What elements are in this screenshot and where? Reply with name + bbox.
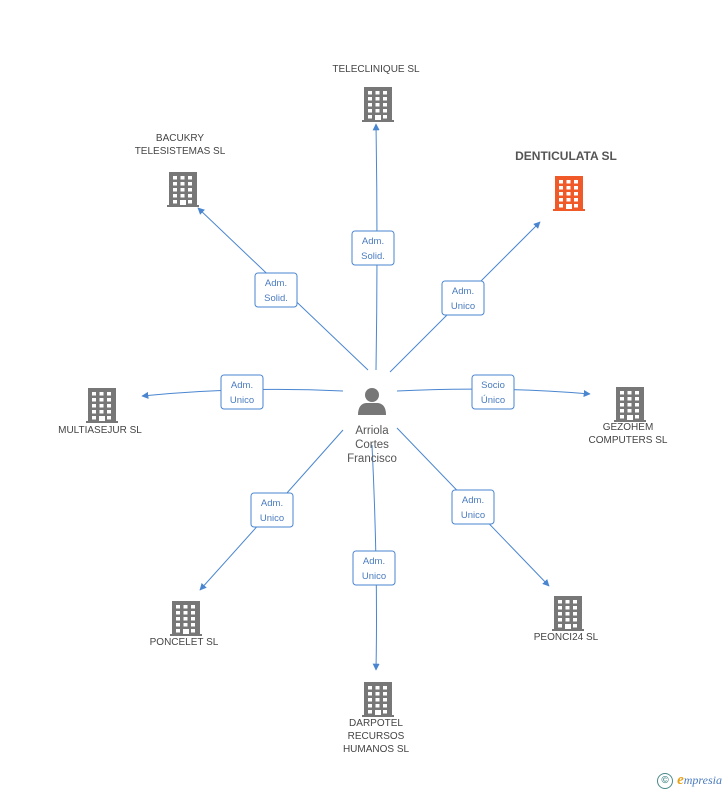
relation-line: Adm. <box>362 236 384 247</box>
relation-line: Solid. <box>264 293 288 304</box>
person-icon <box>358 388 386 415</box>
building-icon <box>170 601 202 636</box>
relation-line: Unico <box>461 510 485 521</box>
building-icon <box>552 596 584 631</box>
relation-line: Adm. <box>265 278 287 289</box>
company-name: HUMANOS SL <box>343 744 410 755</box>
relation-box-bacukry[interactable]: Adm. Solid. <box>254 272 298 308</box>
nodes-layer: TELECLINIQUE SL DENTICULATA SL GEZOHEM COMP… <box>58 64 668 755</box>
company-name: TELESISTEMAS SL <box>135 146 226 157</box>
edges-layer: Adm.Solid.Adm.UnicoSocioÚnicoAdm.UnicoAd… <box>141 123 591 671</box>
relation-box-peonci24[interactable]: Adm. Unico <box>451 489 495 525</box>
company-node-peonci24[interactable]: PEONCI24 SL <box>534 596 599 643</box>
building-icon <box>553 176 585 211</box>
relation-line: Adm. <box>231 380 253 391</box>
company-name: GEZOHEM <box>603 422 654 433</box>
relation-box-multiasejur[interactable]: Adm. Unico <box>220 374 264 410</box>
relation-box-denticulata[interactable]: Adm. Unico <box>441 280 485 316</box>
brand-logo[interactable]: empresia <box>677 772 722 788</box>
relation-line: Único <box>481 395 505 406</box>
company-name: BACUKRY <box>156 133 204 144</box>
company-node-telecl[interactable]: TELECLINIQUE SL <box>332 64 420 122</box>
footer-brand: © empresia <box>657 772 722 789</box>
person-name: Arriola <box>355 425 389 437</box>
relation-line: Adm. <box>462 495 484 506</box>
building-icon <box>167 172 199 207</box>
person-name: Cortes <box>355 439 389 451</box>
relation-box-darpotel[interactable]: Adm. Unico <box>352 550 396 586</box>
relation-line: Adm. <box>452 286 474 297</box>
relation-line: Adm. <box>261 498 283 509</box>
company-node-bacukry[interactable]: BACUKRY TELESISTEMAS SL <box>135 133 226 207</box>
company-name: MULTIASEJUR SL <box>58 425 142 436</box>
building-icon <box>362 682 394 717</box>
copyright-icon: © <box>657 772 674 789</box>
building-icon <box>86 388 118 423</box>
relation-box-telecl[interactable]: Adm. Solid. <box>351 230 395 266</box>
company-name: PEONCI24 SL <box>534 632 599 643</box>
company-node-poncelet[interactable]: PONCELET SL <box>150 601 219 648</box>
company-name: TELECLINIQUE SL <box>332 64 420 75</box>
company-name: DENTICULATA SL <box>515 149 617 163</box>
company-node-darpotel[interactable]: DARPOTEL RECURSOS HUMANOS SL <box>343 682 410 755</box>
company-node-multiasejur[interactable]: MULTIASEJUR SL <box>58 388 142 436</box>
relation-line: Adm. <box>363 556 385 567</box>
relation-line: Unico <box>230 395 254 406</box>
company-name: COMPUTERS SL <box>589 435 668 446</box>
building-icon <box>362 87 394 122</box>
person-name: Francisco <box>347 453 397 465</box>
relation-box-poncelet[interactable]: Adm. Unico <box>250 492 294 528</box>
relation-line: Unico <box>451 301 475 312</box>
company-name: DARPOTEL <box>349 718 403 729</box>
relation-line: Socio <box>481 380 505 391</box>
company-name: RECURSOS <box>348 731 405 742</box>
company-name: PONCELET SL <box>150 637 219 648</box>
company-node-gezohem[interactable]: GEZOHEM COMPUTERS SL <box>589 387 668 446</box>
building-icon <box>614 387 646 422</box>
relation-line: Solid. <box>361 251 385 262</box>
relation-line: Unico <box>260 513 284 524</box>
relation-line: Unico <box>362 571 386 582</box>
company-node-denticulata[interactable]: DENTICULATA SL <box>515 149 617 211</box>
